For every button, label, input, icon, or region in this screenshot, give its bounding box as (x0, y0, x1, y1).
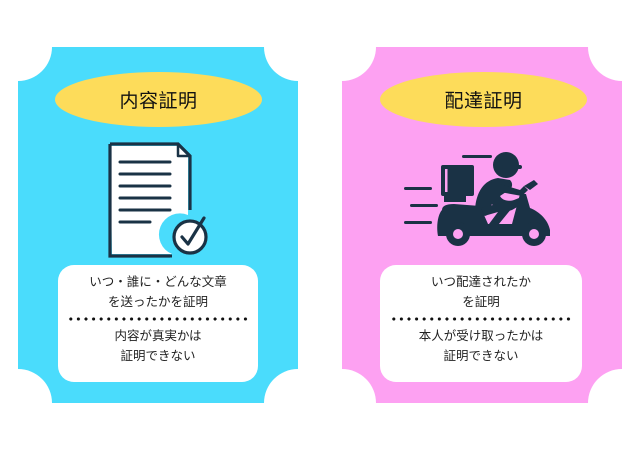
document-check-icon (106, 140, 212, 264)
delivery-scooter-icon (402, 150, 562, 250)
card-title: 内容証明 (55, 72, 262, 127)
card-title-text: 配達証明 (444, 90, 523, 112)
dotted-divider (67, 317, 249, 321)
proves-line-1: いつ・誰に・どんな文章 (89, 274, 227, 289)
corner-notch (588, 13, 640, 81)
dotted-divider (390, 317, 572, 321)
description-box: いつ・誰に・どんな文章 を送ったかを証明 内容が真実かは 証明できない (58, 265, 258, 382)
corner-notch (308, 13, 376, 81)
card-title-text: 内容証明 (119, 90, 198, 112)
corner-notch (0, 369, 52, 437)
cannot-prove-line-1: 内容が真実かは (114, 328, 202, 343)
card-naiyou-shoumei: 内容証明 いつ・誰に・どんな文章 を送ったかを証明 内容が真実かは 証明できない (0, 13, 332, 437)
corner-notch (308, 369, 376, 437)
corner-notch (588, 369, 640, 437)
proves-line-2: を証明 (462, 294, 500, 309)
corner-notch (0, 13, 52, 81)
proves-line-1: いつ配達されたか (430, 274, 531, 289)
cannot-prove-line-2: 証明できない (443, 348, 519, 363)
cannot-prove-line-2: 証明できない (120, 348, 196, 363)
description-box: いつ配達されたか を証明 本人が受け取ったかは 証明できない (380, 265, 582, 382)
cannot-prove-line-1: 本人が受け取ったかは (418, 328, 544, 343)
card-haitatsu-shoumei: 配達証明 (308, 13, 640, 437)
proves-line-2: を送ったかを証明 (107, 294, 208, 309)
card-title: 配達証明 (380, 72, 587, 127)
